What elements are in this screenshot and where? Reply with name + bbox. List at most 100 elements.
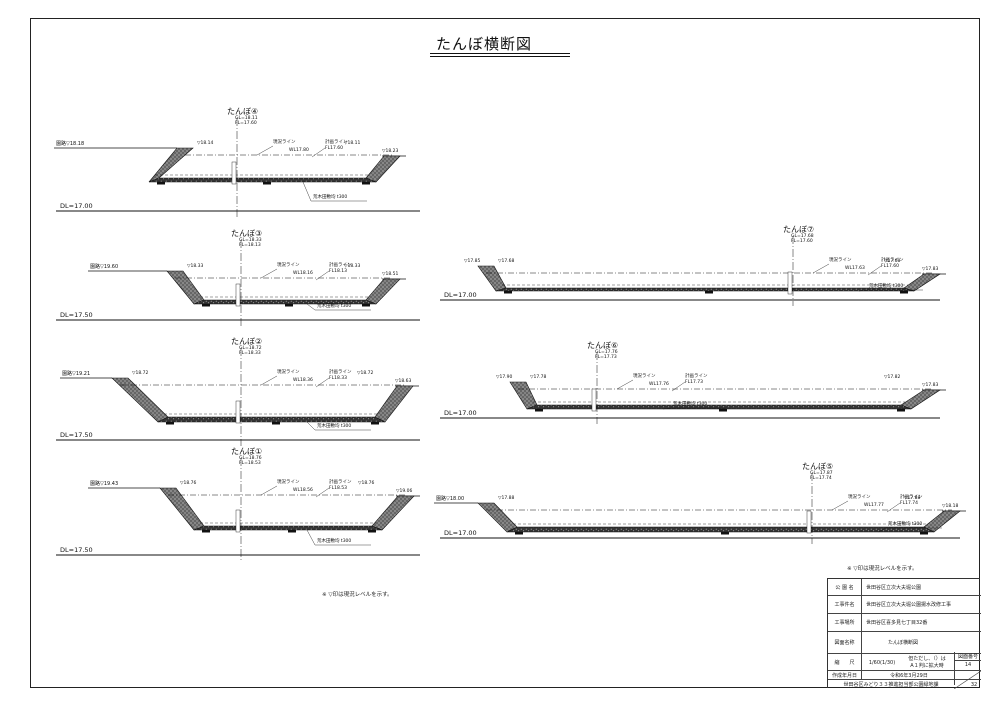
level-left: ▽17.78: [530, 375, 547, 380]
leader-keikaku: [886, 502, 901, 513]
level-edge: ▽17.83: [922, 383, 939, 388]
leader-arakida: [858, 289, 868, 292]
floor-body: [526, 404, 912, 410]
left-slope: [166, 270, 205, 305]
level-right: ▽18.33: [344, 264, 361, 269]
wl-label: WL17.77: [864, 503, 884, 508]
footing-block: [721, 532, 729, 535]
tb-row-park: 公 園 名 世田谷区立次大夫堀公園: [828, 579, 981, 596]
left-slope: [477, 502, 518, 533]
plan-line-label: 計画ライン: [329, 263, 352, 268]
left-slope: [509, 381, 538, 410]
level-edge: ▽18.51: [382, 272, 399, 277]
leader-genkyo: [831, 500, 849, 511]
tb-place-value: 世田谷区喜多見七丁目32番: [866, 620, 928, 626]
footing-block: [897, 409, 905, 412]
tb-scale-label: 縮 尺: [828, 654, 862, 670]
wl-label: WL18.36: [293, 378, 313, 383]
leader-genkyo: [260, 485, 278, 496]
level-right: ▽17.68: [884, 259, 901, 264]
tb-scale-value: 1/60(1/30): [868, 659, 896, 666]
tb-note-a: 但ただし、（）は: [908, 656, 946, 662]
tb-total-box: 32: [954, 671, 981, 689]
section-fl: FL=17.60: [235, 121, 257, 126]
plan-line-label: 計画ライン: [329, 480, 352, 485]
drawing-sheet-frame: [30, 18, 980, 688]
section-name: たんぼ②: [231, 337, 263, 346]
center-marker: [787, 271, 793, 295]
note-left: ※ ▽印は現況レベルを示す。: [322, 592, 393, 598]
datum-label: DL=17.50: [60, 311, 93, 319]
tb-office-value: 世田谷区みどり３３推進担当部公園緑地課: [843, 681, 939, 688]
tb-place-label: 工事場所: [828, 614, 862, 631]
footing-block: [288, 530, 296, 533]
level-right: ▽18.11: [344, 141, 361, 146]
section-name: たんぼ⑦: [783, 225, 815, 234]
leader-keikaku: [867, 265, 882, 276]
existing-line-label: 現況ライン: [277, 263, 300, 268]
footing-block: [272, 422, 280, 425]
fl-label: FL18.13: [329, 269, 347, 274]
leader-keikaku: [311, 147, 326, 158]
title-underline-double: [430, 56, 570, 57]
road-level: 園路▽19.60: [90, 264, 119, 270]
fl-label: FL17.73: [685, 380, 703, 385]
existing-line-label: 現況ライン: [273, 140, 296, 145]
center-marker: [235, 400, 241, 424]
fl-label: FL17.60: [881, 264, 899, 269]
right-slope: [374, 385, 414, 423]
section-gl: GL=17.68: [791, 234, 814, 239]
footing-block: [371, 422, 379, 425]
section-gl: GL=17.76: [595, 350, 618, 355]
datum-label: DL=17.50: [60, 431, 93, 439]
wl-label: WL18.56: [293, 488, 313, 493]
left-slope: [148, 147, 194, 183]
leader-keikaku: [671, 381, 686, 392]
floor-body: [157, 416, 386, 423]
footing-block: [368, 530, 376, 533]
tb-date-label: 作成年月日: [828, 671, 862, 679]
section-gl: GL=17.87: [810, 471, 833, 476]
section-name: たんぼ①: [231, 447, 263, 456]
tb-date-value: 令和6年3月29日: [890, 672, 928, 679]
floor-body: [148, 177, 377, 183]
tb-num-value: 14: [964, 662, 972, 668]
wl-label: WL17.76: [649, 382, 669, 387]
road-level: 園路▽19.21: [62, 371, 91, 377]
left-slope: [111, 377, 169, 423]
tb-num-label: 図面番号: [955, 653, 981, 661]
level-edge: ▽18.23: [382, 149, 399, 154]
leader-keikaku: [315, 487, 330, 498]
tb-diagonal: [954, 671, 981, 689]
fl-label: FL18.33: [329, 376, 347, 381]
footing-block: [263, 182, 271, 185]
footing-block: [535, 409, 543, 412]
level-right: ▽17.82: [884, 375, 901, 380]
footing-block: [362, 304, 370, 307]
footing-block: [719, 409, 727, 412]
tb-row-drawing: 図面名称 たんぼ横断図: [828, 632, 981, 654]
existing-line-label: 現況ライン: [277, 480, 300, 485]
right-slope: [903, 273, 942, 292]
left-slope: [159, 487, 205, 531]
level-left: ▽18.72: [132, 371, 149, 376]
tb-row-work: 工事件名 世田谷区立次大夫堀公園揚水改修工事: [828, 596, 981, 614]
wl-label: WL18.16: [293, 271, 313, 276]
tb-drawing-label: 図面名称: [828, 632, 862, 653]
leader-arakida: [877, 527, 887, 533]
right-slope: [365, 155, 401, 183]
level-left: ▽17.68: [498, 259, 515, 264]
level-left: ▽18.33: [187, 264, 204, 269]
clay-layer-label: 荒木田敷均 t300: [888, 522, 923, 527]
level-left: ▽18.76: [180, 481, 197, 486]
tb-drawing-value: たんぼ横断図: [888, 640, 919, 646]
tb-work-label: 工事件名: [828, 596, 862, 613]
level-left: ▽18.14: [197, 141, 214, 146]
level-edge: ▽18.63: [395, 379, 412, 384]
section-fl: FL=18.13: [239, 243, 261, 248]
clay-layer-label: 荒木田敷均 t300: [313, 195, 348, 200]
plan-line-label: 計画ライン: [900, 495, 923, 500]
section-gl: GL=18.72: [239, 346, 262, 351]
leader-arakida: [306, 421, 316, 431]
